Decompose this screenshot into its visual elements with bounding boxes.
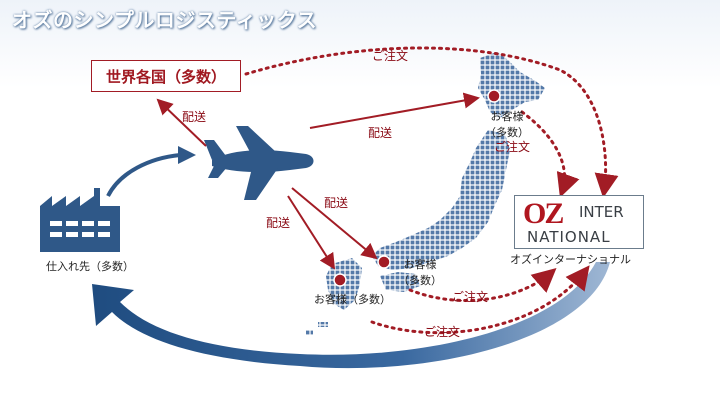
page-title: オズのシンプルロジスティックス <box>12 8 318 32</box>
order-label-kyushu: ご注文 <box>424 325 461 339</box>
delivery-label-kyushu: 配送 <box>266 216 291 230</box>
supplier-arrow <box>106 153 181 197</box>
customer-label-kansai: お客様 （多数） <box>398 256 442 288</box>
marker-kansai <box>377 255 391 269</box>
arrow-to-hokkaido <box>309 92 480 129</box>
order-label-kansai: ご注文 <box>452 290 489 304</box>
customer-text: お客様 <box>490 110 524 123</box>
delivery-label-kansai: 配送 <box>324 196 349 210</box>
customer-count-text: （多数） <box>485 126 529 139</box>
arrow-to-kansai <box>291 187 378 260</box>
arrow-to-kyushu <box>287 195 336 270</box>
customer-text: お客様 <box>403 258 437 271</box>
delivery-arrows <box>156 92 480 270</box>
logo-oz: OZ <box>523 197 564 230</box>
order-label-world: ご注文 <box>372 49 409 63</box>
oz-international-logo: OZ INTER NATIONAL <box>514 195 644 249</box>
return-arrow <box>92 262 610 369</box>
customer-label-kyushu: お客様（多数） <box>314 293 391 306</box>
factory-icon <box>40 188 120 252</box>
order-arrows <box>244 46 619 335</box>
order-label-hokkaido: ご注文 <box>494 140 531 154</box>
logo-inter: INTER <box>579 203 624 221</box>
world-countries-box: 世界各国（多数） <box>91 60 241 92</box>
customer-markers <box>333 89 501 287</box>
delivery-label-world: 配送 <box>182 110 207 124</box>
delivery-label-hokkaido: 配送 <box>368 126 393 140</box>
arrow-to-world <box>156 98 207 147</box>
supplier-label: 仕入れ先（多数） <box>46 260 134 273</box>
customer-count-text: （多数） <box>398 274 442 287</box>
marker-kyushu <box>333 273 347 287</box>
company-name: オズインターナショナル <box>510 253 631 266</box>
logo-national: NATIONAL <box>527 228 611 246</box>
marker-hokkaido <box>487 89 501 103</box>
airplane-icon <box>204 126 314 200</box>
customer-label-hokkaido: お客様 （多数） <box>485 108 529 140</box>
